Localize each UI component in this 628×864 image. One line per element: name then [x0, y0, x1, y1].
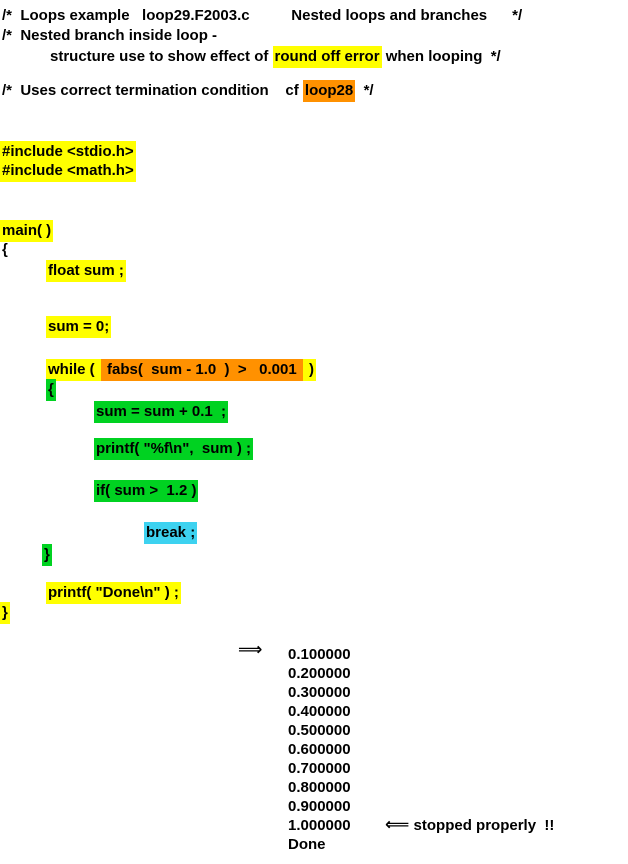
while-close-paren: ) — [302, 359, 317, 381]
stopped-properly-note: ⟸ stopped properly !! — [385, 816, 554, 835]
sum-increment: sum = sum + 0.1 ; — [94, 401, 229, 423]
comment-termination-post: */ — [355, 82, 374, 99]
main-text: main( ) — [0, 220, 54, 242]
while-condition: fabs( sum - 1.0 ) > 0.001 — [100, 359, 303, 381]
output-value: 0.800000 — [288, 779, 351, 796]
if-statement: if( sum > 1.2 ) — [94, 480, 199, 502]
main-declaration: main( ) — [0, 220, 54, 242]
loop-close-brace: } — [42, 544, 52, 566]
float-declaration: float sum ; — [46, 260, 126, 282]
break-statement: break ; — [144, 522, 198, 544]
output-value: 0.300000 — [288, 684, 351, 701]
comment-termination: /* Uses correct termination condition cf… — [2, 80, 374, 102]
float-declaration-text: float sum ; — [46, 260, 126, 282]
output-value: 1.000000 — [288, 817, 351, 834]
round-off-error-highlight: round off error — [272, 46, 382, 68]
stopped-properly-text: stopped properly !! — [409, 817, 555, 834]
comment-structure-post: when looping */ — [381, 48, 501, 65]
comment-structure: structure use to show effect of round of… — [50, 46, 501, 68]
printf-sum-text: printf( "%f\n", sum ) ; — [94, 438, 254, 460]
if-statement-text: if( sum > 1.2 ) — [94, 480, 199, 502]
while-keyword: while ( — [46, 359, 101, 381]
comment-nested-branch: /* Nested branch inside loop - — [2, 27, 218, 44]
include-stdio: #include <stdio.h> — [0, 141, 136, 163]
output-done: Done — [288, 836, 326, 853]
output-value: 0.700000 — [288, 760, 351, 777]
output-value: 0.500000 — [288, 722, 351, 739]
output-value: 0.900000 — [288, 798, 351, 815]
include-math-text: #include <math.h> — [0, 160, 136, 182]
include-stdio-text: #include <stdio.h> — [0, 141, 136, 163]
loop-close-brace-text: } — [42, 544, 52, 566]
comment-termination-pre: /* Uses correct termination condition cf — [2, 82, 303, 99]
loop-open-brace: { — [46, 379, 56, 401]
printf-done-text: printf( "Done\n" ) ; — [46, 582, 181, 604]
sum-init-text: sum = 0; — [46, 316, 112, 338]
output-value: 0.100000 — [288, 646, 351, 663]
printf-done: printf( "Done\n" ) ; — [46, 582, 181, 604]
output-value: 0.200000 — [288, 665, 351, 682]
while-statement: while ( fabs( sum - 1.0 ) > 0.001 ) — [46, 359, 317, 381]
main-close-brace: } — [0, 602, 10, 624]
break-statement-text: break ; — [144, 522, 198, 544]
printf-sum: printf( "%f\n", sum ) ; — [94, 438, 254, 460]
output-value: 0.600000 — [288, 741, 351, 758]
sum-increment-text: sum = sum + 0.1 ; — [94, 401, 229, 423]
loop-open-brace-text: { — [46, 379, 56, 401]
main-open-brace: { — [2, 241, 8, 258]
comment-title: /* Loops example loop29.F2003.c Nested l… — [2, 7, 523, 24]
double-arrow-right-icon: ⟹ — [238, 640, 263, 660]
main-close-brace-text: } — [0, 602, 10, 624]
include-math: #include <math.h> — [0, 160, 136, 182]
loop28-highlight: loop28 — [302, 80, 356, 102]
sum-init: sum = 0; — [46, 316, 112, 338]
double-arrow-left-icon: ⟸ — [385, 815, 410, 835]
comment-structure-pre: structure use to show effect of — [50, 48, 273, 65]
output-value: 0.400000 — [288, 703, 351, 720]
